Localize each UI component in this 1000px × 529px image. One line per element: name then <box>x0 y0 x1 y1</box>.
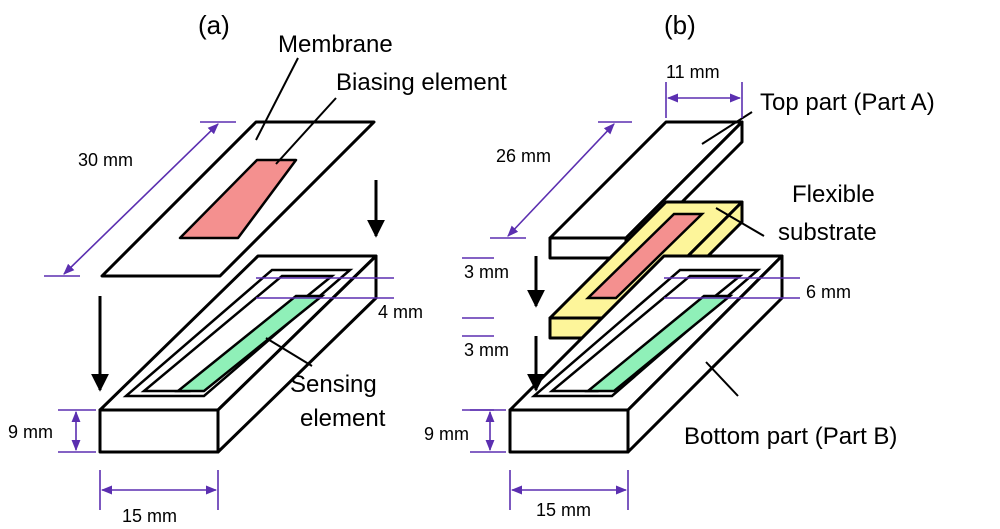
membrane-label: Membrane <box>278 31 393 58</box>
leader-line <box>265 337 313 367</box>
dim-height-label: 9 mm <box>8 422 53 442</box>
dim-depth-label: 4 mm <box>378 302 423 322</box>
leader-line <box>705 361 739 397</box>
sensing-element-label-2: element <box>300 405 386 432</box>
dim-length-30 <box>63 123 219 275</box>
dim-length-label-b: 26 mm <box>496 146 551 166</box>
dim-width-label: 15 mm <box>122 506 177 526</box>
bottom-part-label: Bottom part (Part B) <box>684 423 897 450</box>
bottom-frame-a <box>98 254 378 454</box>
dim-length-label: 30 mm <box>78 150 133 170</box>
panel-a: (a) Membrane Biasing element Sensing ele… <box>8 10 507 526</box>
top-part-label: Top part (Part A) <box>760 89 935 116</box>
flexible-substrate-label-2: substrate <box>778 219 877 246</box>
leader-line <box>275 97 337 165</box>
leader-line <box>701 111 753 145</box>
dim-length-26 <box>507 123 615 237</box>
bottom-part-b <box>508 254 784 454</box>
panel-b-label: (b) <box>664 10 696 40</box>
biasing-element-b <box>584 212 706 300</box>
flexible-substrate-label-1: Flexible <box>792 181 875 208</box>
dim-gap2-label: 3 mm <box>464 340 509 360</box>
panel-a-label: (a) <box>198 10 230 40</box>
dim-gap1-label: 3 mm <box>464 262 509 282</box>
sensing-element-label-1: Sensing <box>290 371 377 398</box>
dim-width-label-b: 15 mm <box>536 500 591 520</box>
sensing-element-b <box>584 294 734 393</box>
panel-b: (b) Top part ( <box>424 10 935 520</box>
leader-line <box>255 57 299 141</box>
leader-line <box>715 207 765 237</box>
biasing-element-label: Biasing element <box>336 69 507 96</box>
sensing-element <box>174 294 326 393</box>
dim-height-label-b: 9 mm <box>424 424 469 444</box>
dim-top-width-label: 11 mm <box>666 62 720 82</box>
dim-depth-label-b: 6 mm <box>806 282 851 302</box>
membrane-sheet <box>100 120 376 278</box>
